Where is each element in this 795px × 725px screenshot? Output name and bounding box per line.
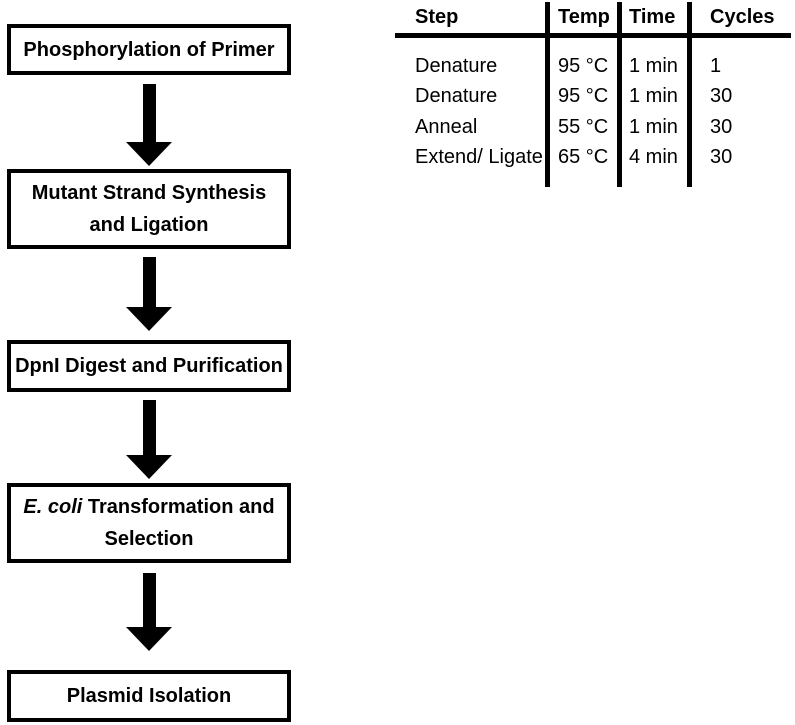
ecoli-italic-label: E. coli bbox=[23, 496, 83, 518]
table-header-cycles: Cycles bbox=[710, 6, 775, 28]
table-body: Denature 95 °C 1 min 1 Denature 95 °C 1 … bbox=[393, 51, 791, 173]
table-cell-time: 1 min bbox=[629, 54, 678, 77]
arrow-shaft bbox=[142, 84, 156, 142]
box-label-line1-rest: Transformation and bbox=[87, 496, 275, 518]
table-cell-time: 4 min bbox=[629, 146, 678, 169]
column-divider bbox=[617, 2, 622, 187]
table-cell-step: Extend/ Ligate bbox=[415, 146, 543, 169]
column-divider bbox=[687, 2, 692, 187]
box-label: Phosphorylation of Primer bbox=[23, 38, 275, 61]
flowchart-box-phosphorylation: Phosphorylation of Primer bbox=[7, 24, 291, 75]
box-label-line2: Selection bbox=[104, 528, 194, 550]
arrow-head bbox=[126, 307, 172, 331]
table-cell-time: 1 min bbox=[629, 85, 678, 108]
flowchart-box-ecoli-transformation: E. coli Transformation and Selection bbox=[7, 483, 291, 563]
box-label: Plasmid Isolation bbox=[66, 685, 232, 707]
arrow-shaft bbox=[142, 400, 156, 455]
box-label-line1: E. coli Transformation and bbox=[23, 491, 274, 523]
flowchart-box-dpni-digest: DpnI Digest and Purification bbox=[7, 340, 291, 392]
box-label-line2: and Ligation bbox=[89, 214, 209, 236]
table-cell-temp: 95 °C bbox=[558, 54, 609, 77]
table-cell-cycles: 1 bbox=[710, 54, 722, 77]
table-cell-cycles: 30 bbox=[710, 146, 733, 169]
table-cell-step: Denature bbox=[415, 54, 498, 77]
down-arrow-icon bbox=[126, 257, 172, 331]
table-cell-temp: 65 °C bbox=[558, 146, 609, 169]
header-rule bbox=[395, 33, 791, 38]
column-divider bbox=[545, 2, 550, 187]
table-cell-temp: 55 °C bbox=[558, 115, 609, 138]
table-header-step: Step bbox=[415, 6, 459, 28]
table-cell-step: Anneal bbox=[415, 115, 478, 138]
arrow-head bbox=[126, 455, 172, 479]
pcr-cycling-table: Step Temp Time Cycles Denature 95 °C 1 m… bbox=[393, 2, 791, 187]
table-cell-cycles: 30 bbox=[710, 85, 733, 108]
table-cell-time: 1 min bbox=[629, 115, 678, 138]
table-cell-step: Denature bbox=[415, 85, 498, 108]
box-label-line1: Mutant Strand Synthesis bbox=[31, 182, 267, 204]
table-cell-temp: 95 °C bbox=[558, 85, 609, 108]
down-arrow-icon bbox=[126, 84, 172, 166]
arrow-head bbox=[126, 142, 172, 166]
table-header-row: Step Temp Time Cycles bbox=[393, 6, 791, 29]
down-arrow-icon bbox=[126, 573, 172, 651]
flowchart-box-mutant-strand-synthesis: Mutant Strand Synthesis and Ligation bbox=[7, 169, 291, 249]
arrow-shaft bbox=[142, 573, 156, 627]
down-arrow-icon bbox=[126, 400, 172, 479]
table-header-time: Time bbox=[629, 6, 676, 28]
arrow-head bbox=[126, 627, 172, 651]
table-cell-cycles: 30 bbox=[710, 115, 733, 138]
box-label: DpnI Digest and Purification bbox=[15, 355, 283, 377]
arrow-shaft bbox=[142, 257, 156, 307]
table-header-temp: Temp bbox=[558, 6, 610, 28]
flowchart-box-plasmid-isolation: Plasmid Isolation bbox=[7, 670, 291, 722]
